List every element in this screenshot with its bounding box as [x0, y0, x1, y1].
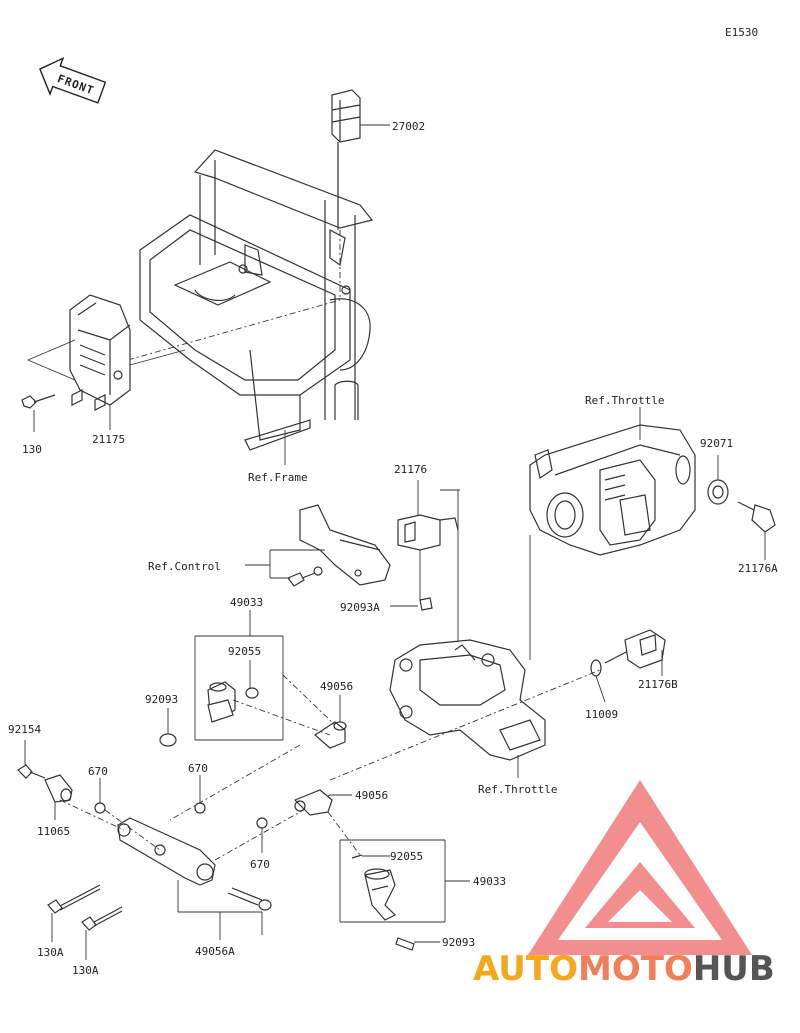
label-49033-top: 49033 [230, 596, 263, 609]
connector-27002 [331, 89, 390, 230]
label-21176: 21176 [394, 463, 427, 476]
bolt-130a-a [47, 884, 101, 942]
label-27002: 27002 [392, 120, 425, 133]
label-670-b: 670 [188, 762, 208, 775]
watermark-text-auto: AUTO [473, 949, 578, 989]
fuel-pipe-joint-top [314, 695, 347, 749]
throttle-body [529, 424, 696, 556]
injector-bottom [364, 868, 397, 921]
svg-text:AUTOMOTOHUB: AUTOMOTOHUB [473, 949, 775, 989]
fuel-pipe-49056a [227, 887, 272, 911]
oring-670-b [194, 802, 206, 814]
label-92055-bottom: 92055 [390, 850, 423, 863]
ref-frame-label: Ref.Frame [248, 471, 308, 484]
label-92154: 92154 [8, 723, 41, 736]
damper-11065 [44, 774, 73, 803]
sensor-21176b [604, 629, 666, 676]
ref-control-label: Ref.Control [148, 560, 221, 573]
label-49056-top: 49056 [320, 680, 353, 693]
watermark-text-moto: MOTO [578, 949, 693, 989]
fuel-pipe-joint-mid [293, 789, 333, 816]
label-11009: 11009 [585, 708, 618, 721]
label-130: 130 [22, 443, 42, 456]
diagram-code: E1530 [725, 26, 758, 39]
label-21176a: 21176A [738, 562, 778, 575]
bolt-130a-b [81, 906, 123, 960]
label-21176b: 21176B [638, 678, 678, 691]
label-11065: 11065 [37, 825, 70, 838]
label-130a-a: 130A [37, 946, 64, 959]
seal-92055-top [245, 687, 259, 699]
label-92093-top: 92093 [145, 693, 178, 706]
label-92055-top: 92055 [228, 645, 261, 658]
label-670-c: 670 [250, 858, 270, 871]
control-bracket [287, 504, 391, 587]
label-49056a: 49056A [195, 945, 235, 958]
label-92093-bottom: 92093 [442, 936, 475, 949]
label-49033-bottom: 49033 [473, 875, 506, 888]
label-92071: 92071 [700, 437, 733, 450]
label-130a-b: 130A [72, 964, 99, 977]
label-92093a: 92093A [340, 601, 380, 614]
plug-92093-bottom [395, 937, 415, 951]
watermark-logo: AUTOMOTOHUB [473, 780, 775, 989]
label-670-a: 670 [88, 765, 108, 778]
ref-throttle-top-label: Ref.Throttle [585, 394, 664, 407]
label-49056-mid: 49056 [355, 789, 388, 802]
oring-670-a [94, 802, 106, 814]
plug-92093-top [159, 733, 177, 747]
bolt-130 [21, 394, 56, 432]
ref-throttle-bottom-label: Ref.Throttle [478, 783, 557, 796]
grommet-92071 [707, 455, 729, 505]
bolt-92154 [17, 764, 46, 779]
injector-top [207, 681, 236, 723]
plug-92093a [419, 597, 433, 611]
intake-manifold [389, 639, 546, 761]
sensor-21176 [397, 480, 459, 600]
seal-92055-bottom [351, 854, 363, 859]
fuel-rail [117, 817, 216, 886]
sensor-21176a [737, 501, 776, 560]
oring-670-c [256, 817, 268, 829]
frame-bracket [127, 149, 374, 451]
front-arrow-icon: FRONT [39, 56, 107, 104]
watermark-text-hub: HUB [693, 949, 775, 989]
ecu-21175 [69, 294, 131, 411]
oring-11009 [590, 659, 602, 677]
label-21175: 21175 [92, 433, 125, 446]
